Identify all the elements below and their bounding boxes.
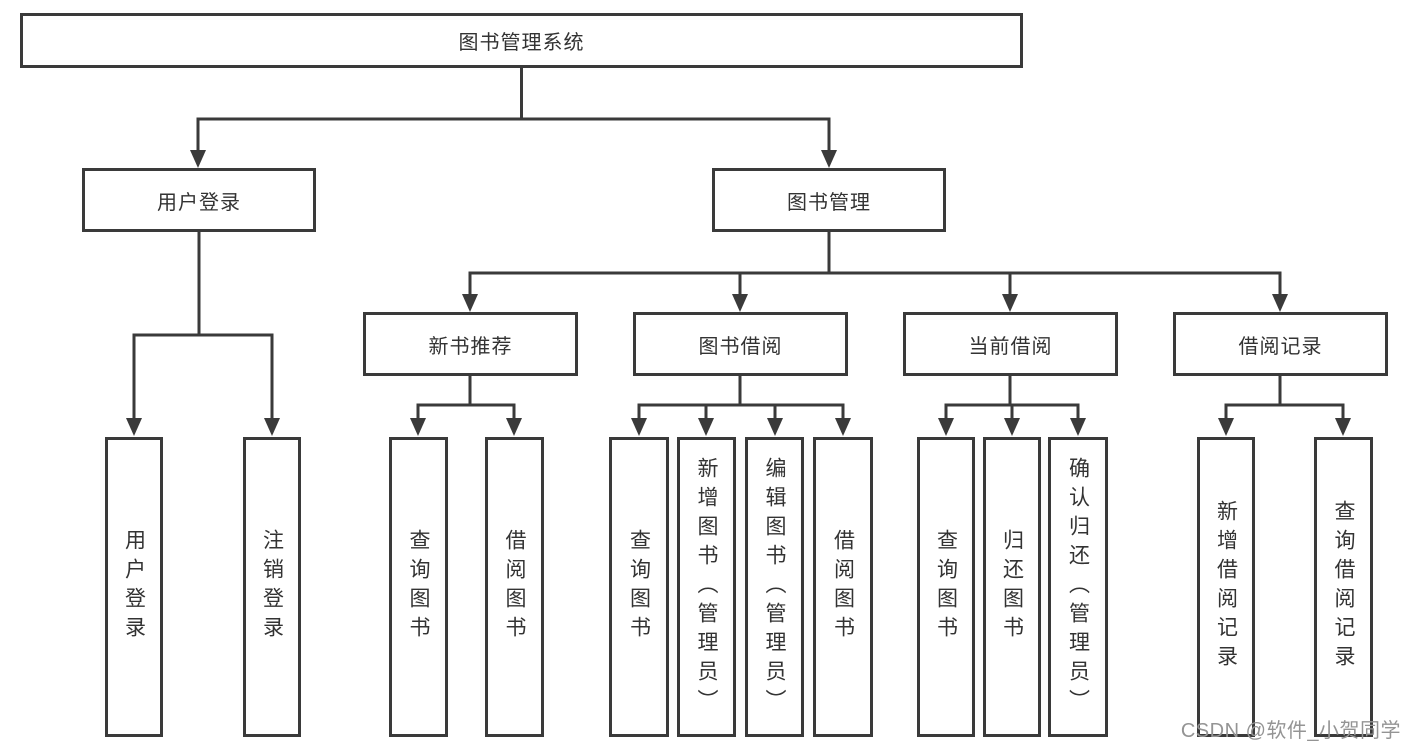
leaf-query-borrow-record: 查询借阅记录 <box>1314 437 1373 737</box>
arrowhead <box>1002 294 1018 312</box>
node-label: 查询图书 <box>934 529 958 645</box>
arrowhead <box>264 418 280 436</box>
leaf-query-books-recommend: 查询图书 <box>389 437 448 737</box>
branch-book-borrow <box>631 376 851 436</box>
node-user-login: 用户登录 <box>82 168 316 232</box>
node-label: 借阅记录 <box>1238 335 1323 358</box>
leaf-query-books-borrow: 查询图书 <box>609 437 669 737</box>
node-label: 图书管理 <box>787 191 871 214</box>
arrowhead <box>1004 418 1020 436</box>
node-label: 新增图书（管理员） <box>695 456 718 718</box>
node-new-book-recommend: 新书推荐 <box>363 312 578 376</box>
node-label: 借阅图书 <box>503 529 526 645</box>
leaf-query-books-current: 查询图书 <box>917 437 975 737</box>
node-label: 确认归还（管理员） <box>1066 456 1090 718</box>
node-label: 新书推荐 <box>428 335 513 358</box>
branch-borrow-records <box>1218 376 1351 436</box>
leaf-borrow-books: 借阅图书 <box>813 437 873 737</box>
node-book-management: 图书管理 <box>712 168 946 232</box>
node-label: 查询借阅记录 <box>1332 500 1355 674</box>
arrowhead <box>506 418 522 436</box>
node-label: 用户登录 <box>122 529 146 645</box>
arrowhead <box>462 294 478 312</box>
arrowhead <box>767 418 783 436</box>
leaf-return-books: 归还图书 <box>983 437 1041 737</box>
leaf-logout: 注销登录 <box>243 437 301 737</box>
arrowhead <box>732 294 748 312</box>
arrowhead <box>1070 418 1086 436</box>
node-label: 用户登录 <box>157 191 241 214</box>
leaf-borrow-books-recommend: 借阅图书 <box>485 437 544 737</box>
arrowhead <box>190 150 206 168</box>
node-label: 编辑图书（管理员） <box>763 456 786 718</box>
arrowhead <box>821 150 837 168</box>
arrowhead <box>698 418 714 436</box>
node-label: 借阅图书 <box>831 529 855 645</box>
leaf-add-books-admin: 新增图书（管理员） <box>677 437 736 737</box>
node-label: 注销登录 <box>260 529 284 645</box>
branch-root <box>190 68 837 168</box>
arrowhead <box>835 418 851 436</box>
node-label: 图书借阅 <box>698 335 783 358</box>
arrowhead <box>631 418 647 436</box>
node-label: 新增借阅记录 <box>1214 500 1238 674</box>
leaf-edit-books-admin: 编辑图书（管理员） <box>745 437 804 737</box>
node-borrow-records: 借阅记录 <box>1173 312 1388 376</box>
leaf-user-login: 用户登录 <box>105 437 163 737</box>
branch-user-login <box>126 232 280 436</box>
branch-book-management <box>462 232 1288 312</box>
node-system-root: 图书管理系统 <box>20 13 1023 68</box>
arrowhead <box>1272 294 1288 312</box>
leaf-confirm-return-admin: 确认归还（管理员） <box>1048 437 1108 737</box>
leaf-add-borrow-record: 新增借阅记录 <box>1197 437 1255 737</box>
node-current-borrow: 当前借阅 <box>903 312 1118 376</box>
node-label: 图书管理系统 <box>458 32 585 54</box>
arrowhead <box>1218 418 1234 436</box>
arrowhead <box>126 418 142 436</box>
arrowhead <box>1335 418 1351 436</box>
arrowhead <box>410 418 426 436</box>
node-label: 查询图书 <box>627 529 651 645</box>
node-label: 查询图书 <box>407 529 430 645</box>
arrowhead <box>938 418 954 436</box>
node-book-borrow: 图书借阅 <box>633 312 848 376</box>
csdn-watermark: CSDN @软件_小贺同学 <box>1180 720 1401 742</box>
branch-new-book-recommend <box>410 376 522 436</box>
node-label: 归还图书 <box>1000 529 1024 645</box>
node-label: 当前借阅 <box>968 335 1053 358</box>
branch-current-borrow <box>938 376 1086 436</box>
